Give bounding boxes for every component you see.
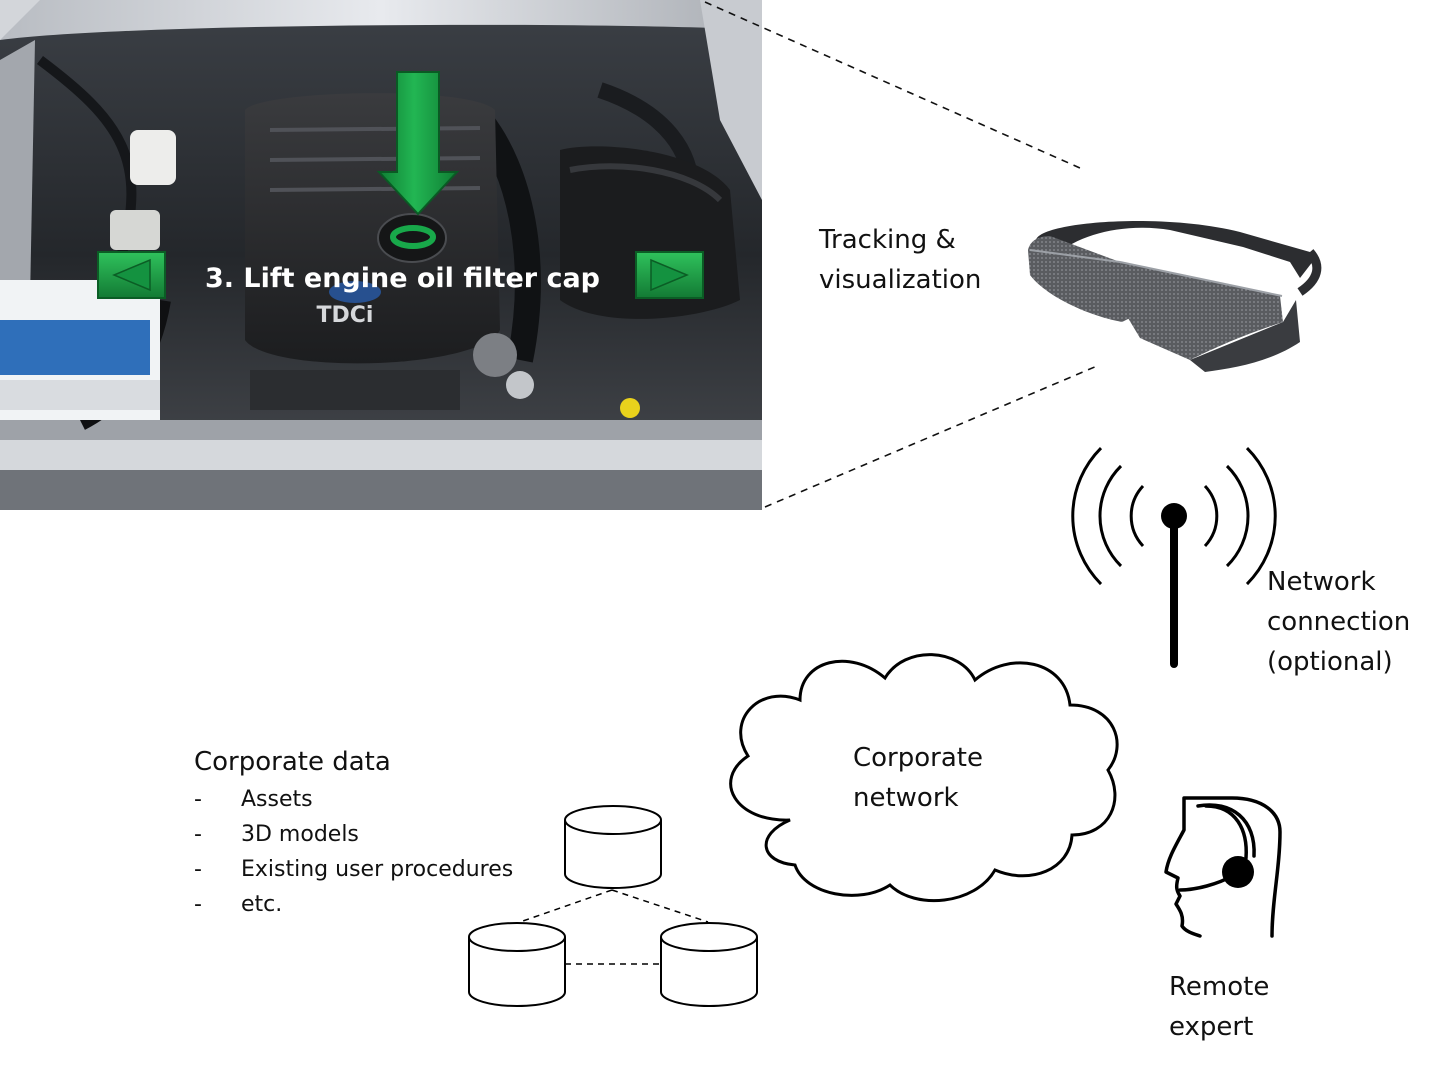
list-item: - 3D models bbox=[194, 822, 359, 847]
remote-expert-label: Remote expert bbox=[1169, 972, 1270, 1042]
corporate-data-list: - Assets - 3D models - Existing user pro… bbox=[194, 782, 513, 922]
database-link-lines bbox=[519, 889, 709, 965]
list-item: - Assets bbox=[194, 787, 313, 812]
engine-badge: TDCi bbox=[317, 303, 374, 328]
previous-step-button[interactable] bbox=[97, 251, 166, 299]
chevron-left-icon bbox=[112, 258, 151, 292]
oil-cap-highlight-ring bbox=[390, 225, 436, 249]
antenna-icon bbox=[1071, 446, 1277, 668]
tracking-visualization-label: Tracking & visualization bbox=[819, 225, 982, 295]
database-icon bbox=[660, 922, 758, 1007]
database-icon bbox=[564, 805, 662, 889]
wireless-signal-icon bbox=[1071, 446, 1277, 586]
ar-glasses-icon bbox=[1028, 220, 1322, 372]
cloud-icon bbox=[729, 653, 1119, 903]
corporate-data-title: Corporate data bbox=[194, 747, 391, 777]
projection-line-top bbox=[704, 1, 1081, 169]
list-item: - etc. bbox=[194, 892, 283, 917]
projection-line-bottom bbox=[764, 365, 1098, 508]
chevron-right-icon bbox=[650, 258, 689, 292]
ar-instruction-text: 3. Lift engine oil filter cap bbox=[205, 263, 600, 294]
corporate-network-label: Corporate network bbox=[853, 743, 983, 813]
database-icon bbox=[468, 922, 566, 1007]
headset-earpiece-icon bbox=[1222, 856, 1254, 888]
ar-down-arrow bbox=[376, 71, 460, 216]
network-connection-label: Network connection (optional) bbox=[1267, 567, 1411, 677]
next-step-button[interactable] bbox=[635, 251, 704, 299]
list-item: - Existing user procedures bbox=[194, 857, 514, 882]
